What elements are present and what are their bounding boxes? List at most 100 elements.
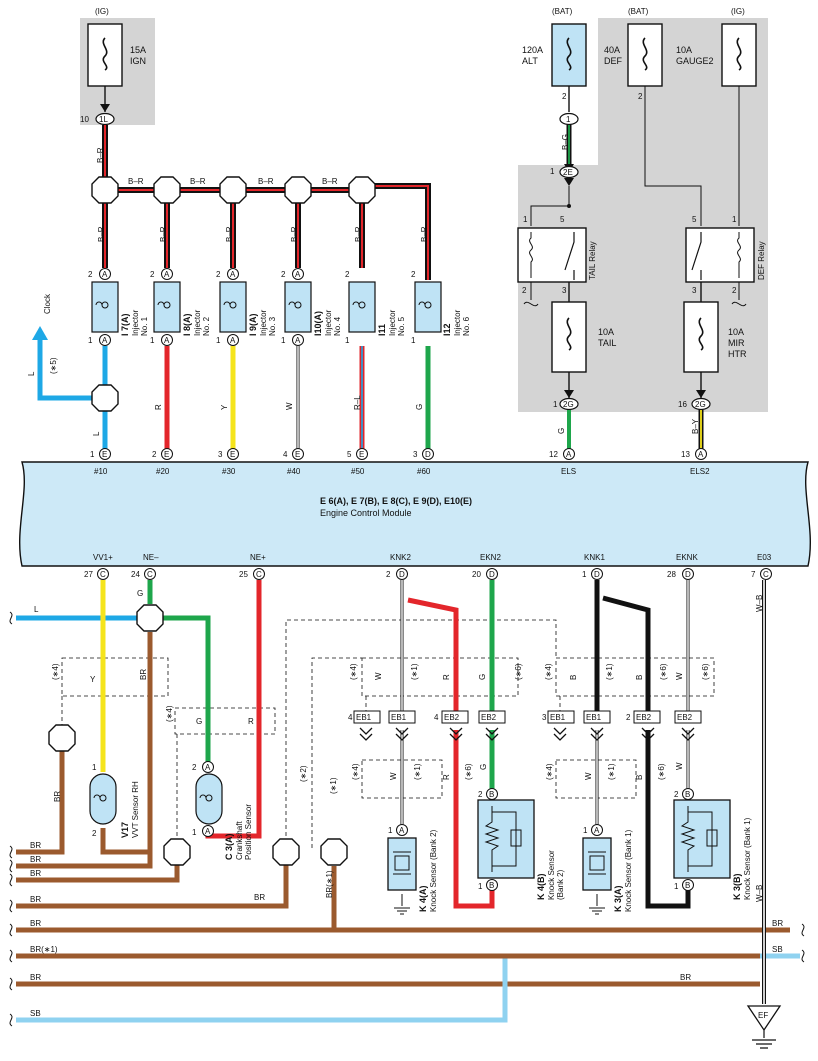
svg-text:B–Y: B–Y (691, 418, 700, 434)
svg-text:#30: #30 (222, 467, 236, 476)
svg-text:BR: BR (30, 973, 41, 982)
svg-text:A: A (566, 450, 572, 459)
svg-text:(∗5): (∗5) (49, 357, 58, 374)
svg-text:G: G (479, 764, 488, 770)
svg-text:1: 1 (345, 336, 350, 345)
svg-text:Injector: Injector (259, 309, 268, 336)
svg-text:Injector: Injector (131, 309, 140, 336)
svg-text:BR: BR (53, 791, 62, 802)
svg-text:3: 3 (413, 450, 418, 459)
svg-text:2: 2 (638, 92, 643, 101)
svg-text:B–R: B–R (322, 177, 338, 186)
fuse-alt: 120A ALT (522, 23, 587, 87)
svg-text:#20: #20 (156, 467, 170, 476)
svg-text:EB1: EB1 (586, 713, 602, 722)
svg-text:EB2: EB2 (636, 713, 652, 722)
svg-text:W: W (675, 672, 684, 680)
svg-text:B: B (489, 881, 494, 890)
svg-text:B–R: B–R (190, 177, 206, 186)
svg-text:Crankshaft: Crankshaft (235, 821, 244, 860)
svg-text:5: 5 (692, 215, 697, 224)
svg-text:Knock Sensor (Bank 1): Knock Sensor (Bank 1) (624, 829, 633, 912)
svg-text:BR: BR (254, 893, 265, 902)
svg-text:2: 2 (411, 270, 416, 279)
svg-text:10A: 10A (598, 327, 614, 337)
svg-text:L: L (92, 431, 101, 436)
svg-text:E03: E03 (757, 553, 772, 562)
svg-text:IGN: IGN (130, 56, 146, 66)
svg-text:2: 2 (626, 713, 631, 722)
svg-text:4: 4 (434, 713, 439, 722)
svg-text:G: G (557, 428, 566, 434)
svg-text:DEF: DEF (604, 56, 623, 66)
svg-text:2: 2 (152, 450, 157, 459)
svg-text:R: R (154, 404, 163, 410)
svg-text:W–B: W–B (755, 885, 764, 902)
svg-text:(∗1): (∗1) (605, 663, 614, 680)
svg-text:K 4(B): K 4(B) (536, 873, 546, 900)
supply-bat-1: (BAT) (552, 7, 573, 16)
svg-text:C 3(A): C 3(A) (224, 833, 234, 860)
svg-text:5: 5 (347, 450, 352, 459)
svg-text:1: 1 (216, 336, 221, 345)
svg-text:(∗4): (∗4) (51, 663, 60, 680)
svg-text:No. 2: No. 2 (202, 316, 211, 336)
svg-text:B–R: B–R (290, 226, 299, 242)
svg-text:1: 1 (192, 828, 197, 837)
svg-text:BR: BR (139, 669, 148, 680)
svg-text:25: 25 (239, 570, 248, 579)
svg-text:EKN2: EKN2 (480, 553, 501, 562)
svg-text:K 4(A): K 4(A) (418, 885, 428, 912)
svg-text:Position Sensor: Position Sensor (244, 804, 253, 860)
svg-text:3: 3 (692, 286, 697, 295)
svg-text:(∗4): (∗4) (544, 663, 553, 680)
svg-text:2: 2 (345, 270, 350, 279)
fuse-tail: 10A TAIL (551, 301, 616, 373)
svg-text:E 6(A), E 7(B), E 8(C), E 9(D): E 6(A), E 7(B), E 8(C), E 9(D), E10(E) (320, 496, 472, 506)
svg-text:(∗6): (∗6) (464, 763, 473, 780)
svg-text:A: A (295, 270, 301, 279)
svg-text:B: B (489, 790, 494, 799)
svg-text:HTR: HTR (728, 349, 747, 359)
svg-text:D: D (399, 570, 405, 579)
svg-text:G: G (137, 589, 143, 598)
svg-text:R: R (442, 774, 451, 780)
svg-text:#50: #50 (351, 467, 365, 476)
supply-bat-2: (BAT) (628, 7, 649, 16)
svg-text:VV1+: VV1+ (93, 553, 113, 562)
svg-text:D: D (425, 450, 431, 459)
svg-text:D: D (489, 570, 495, 579)
svg-text:1: 1 (92, 763, 97, 772)
svg-text:L: L (27, 371, 36, 376)
svg-text:120A: 120A (522, 45, 543, 55)
tail-relay: 1 5 2 3 TAIL Relay (517, 186, 597, 295)
svg-text:BR(∗1): BR(∗1) (325, 870, 334, 898)
fuse-def: 40A DEF (604, 23, 663, 87)
svg-text:W: W (389, 772, 398, 780)
injector-6: 2 1 I12 Injector No. 6 (411, 270, 471, 345)
svg-text:Knock Sensor: Knock Sensor (547, 850, 556, 900)
svg-text:2: 2 (88, 270, 93, 279)
supply-ig-right: (IG) (731, 7, 745, 16)
fuse-ign: 15A IGN (87, 23, 146, 87)
svg-text:EB2: EB2 (481, 713, 497, 722)
knock-sensor-bank2-b: 2 B 1 B K 4(B) Knock Sensor (Bank 2) (477, 788, 565, 900)
svg-text:1: 1 (90, 450, 95, 459)
crankshaft-position-sensor: 2 A 1 A C 3(A) Crankshaft Position Senso… (192, 761, 253, 860)
svg-text:BR: BR (680, 973, 691, 982)
svg-text:10A: 10A (728, 327, 744, 337)
svg-text:40A: 40A (604, 45, 620, 55)
svg-text:W: W (675, 762, 684, 770)
svg-text:B–R: B–R (258, 177, 274, 186)
svg-text:B–R: B–R (128, 177, 144, 186)
svg-text:2: 2 (562, 92, 567, 101)
svg-text:No. 3: No. 3 (268, 316, 277, 336)
svg-text:EB2: EB2 (444, 713, 460, 722)
svg-text:1: 1 (411, 336, 416, 345)
svg-text:20: 20 (472, 570, 481, 579)
svg-text:A: A (295, 336, 301, 345)
eb-connectors-bank1: 3 EB1 EB1 2 EB2 EB2 (542, 710, 702, 741)
